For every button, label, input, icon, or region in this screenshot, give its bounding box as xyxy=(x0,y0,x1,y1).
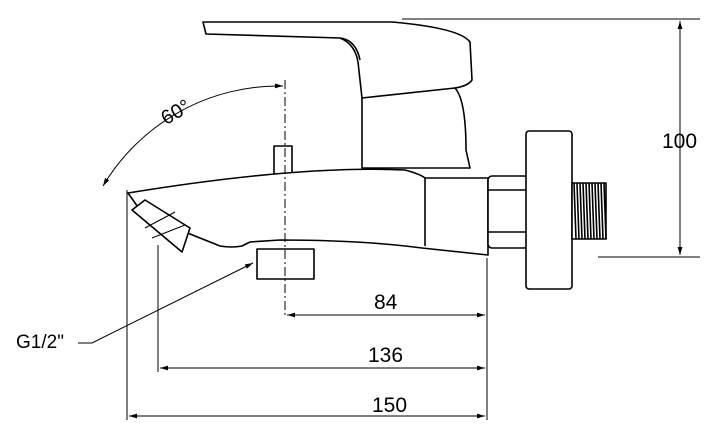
spout-aerator xyxy=(131,199,191,253)
height-label: 100 xyxy=(662,130,697,153)
dimension-150-label: 150 xyxy=(372,394,407,417)
spout-body xyxy=(127,168,489,256)
diverter-knob xyxy=(273,145,293,175)
cartridge-neck xyxy=(361,87,471,169)
thread-size-label: G1/2" xyxy=(16,332,64,353)
faucet-body xyxy=(127,21,607,290)
wall-flange xyxy=(525,130,573,290)
dimension-lines xyxy=(78,21,683,419)
threaded-connector xyxy=(571,182,607,240)
lever-handle xyxy=(202,21,473,99)
angle-label: 60° xyxy=(157,96,194,130)
dimension-84-label: 84 xyxy=(374,291,398,314)
construction-lines xyxy=(126,18,700,420)
dimension-136-label: 136 xyxy=(368,344,403,367)
eccentric-nut xyxy=(487,175,529,249)
